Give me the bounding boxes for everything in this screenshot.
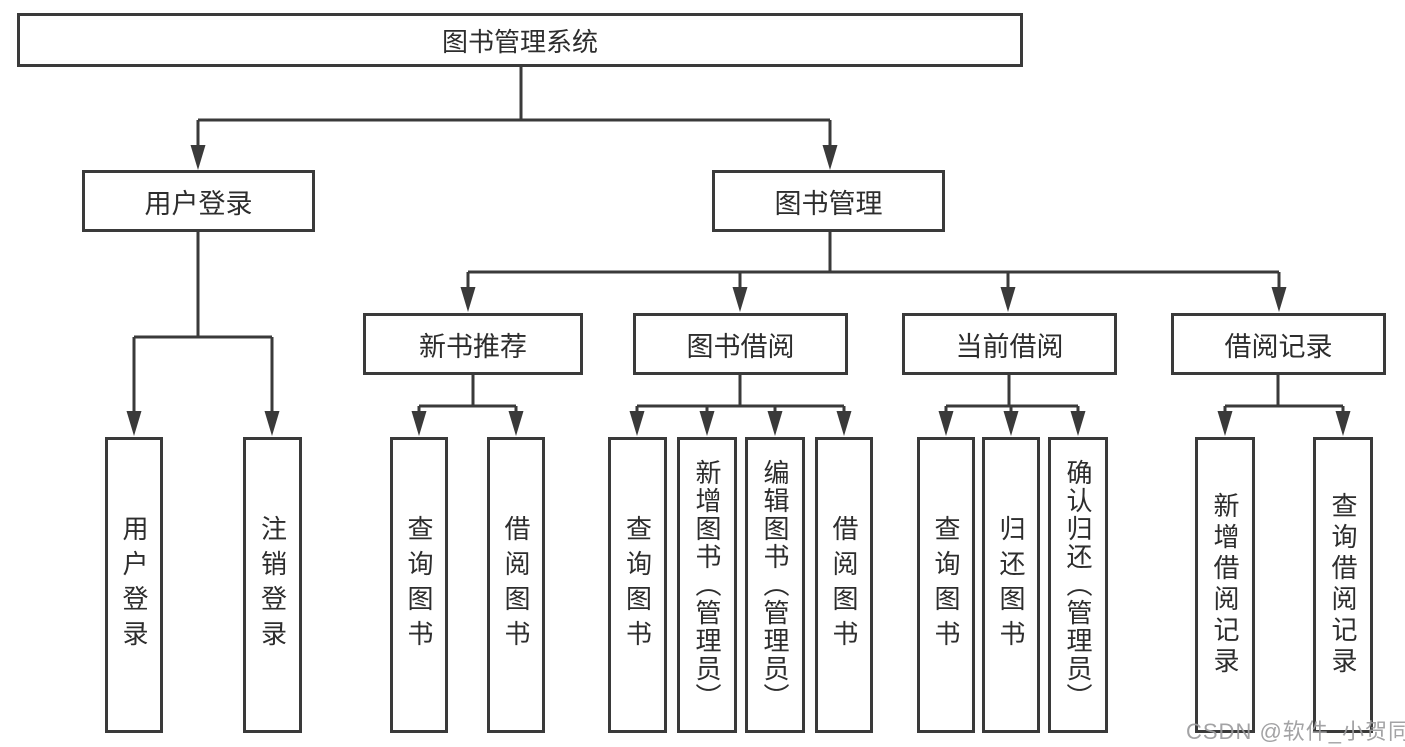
connector-borrowing-records-branch xyxy=(1217,375,1351,436)
connector-new-book-recommend-branch xyxy=(411,375,524,436)
leaf-bb-query-books-label: 查询图书 xyxy=(622,515,653,655)
node-root-label: 图书管理系统 xyxy=(441,26,598,57)
leaf-nbr-borrow-books-label: 借阅图书 xyxy=(501,515,531,655)
leaf-logout-label: 注销登录 xyxy=(257,515,288,655)
node-book-borrowing-label: 图书借阅 xyxy=(686,331,795,362)
leaf-bb-edit-books-admin-label: 编辑图书（管理员） xyxy=(760,459,790,711)
leaf-cb-return-books: 归还图书 xyxy=(982,437,1040,733)
leaf-br-query-record: 查询借阅记录 xyxy=(1313,437,1373,733)
leaf-cb-return-books-label: 归还图书 xyxy=(996,515,1026,655)
leaf-nbr-query-books: 查询图书 xyxy=(390,437,448,733)
leaf-logout: 注销登录 xyxy=(243,437,302,733)
node-borrowing-records: 借阅记录 xyxy=(1171,313,1386,375)
node-book-management-label: 图书管理 xyxy=(774,188,883,219)
node-root: 图书管理系统 xyxy=(17,13,1023,67)
connector-book-management-branch xyxy=(460,232,1287,312)
node-user-login-label: 用户登录 xyxy=(144,188,253,219)
node-book-borrowing: 图书借阅 xyxy=(633,313,848,375)
leaf-nbr-query-books-label: 查询图书 xyxy=(404,515,434,655)
leaf-bb-add-books-admin: 新增图书（管理员） xyxy=(677,437,737,733)
leaf-user-login-label: 用户登录 xyxy=(119,515,149,655)
leaf-nbr-borrow-books: 借阅图书 xyxy=(487,437,545,733)
leaf-cb-confirm-return-admin-label: 确认归还（管理员） xyxy=(1063,459,1093,711)
leaf-cb-query-books: 查询图书 xyxy=(917,437,975,733)
leaf-bb-query-books: 查询图书 xyxy=(608,437,667,733)
leaf-br-add-record: 新增借阅记录 xyxy=(1195,437,1255,733)
connector-book-borrowing-branch xyxy=(629,375,852,436)
leaf-bb-borrow-books: 借阅图书 xyxy=(815,437,873,733)
node-current-borrowing-label: 当前借阅 xyxy=(955,331,1064,362)
connector-root-branch xyxy=(190,67,838,170)
node-current-borrowing: 当前借阅 xyxy=(902,313,1117,375)
csdn-watermark: CSDN @软件_小贺同学 xyxy=(1186,719,1405,744)
node-book-management: 图书管理 xyxy=(712,170,945,232)
connector-current-borrowing-branch xyxy=(938,375,1086,436)
leaf-cb-query-books-label: 查询图书 xyxy=(931,515,961,655)
node-borrowing-records-label: 借阅记录 xyxy=(1224,331,1333,362)
node-user-login: 用户登录 xyxy=(82,170,315,232)
leaf-bb-add-books-admin-label: 新增图书（管理员） xyxy=(692,459,722,711)
leaf-br-query-record-label: 查询借阅记录 xyxy=(1328,492,1358,678)
leaf-cb-confirm-return-admin: 确认归还（管理员） xyxy=(1048,437,1108,733)
leaf-user-login: 用户登录 xyxy=(105,437,163,733)
connector-user-login-branch xyxy=(126,232,280,436)
leaf-bb-borrow-books-label: 借阅图书 xyxy=(829,515,859,655)
node-new-book-recommend-label: 新书推荐 xyxy=(419,331,527,362)
node-new-book-recommend: 新书推荐 xyxy=(363,313,583,375)
leaf-br-add-record-label: 新增借阅记录 xyxy=(1210,492,1240,678)
leaf-bb-edit-books-admin: 编辑图书（管理员） xyxy=(745,437,805,733)
